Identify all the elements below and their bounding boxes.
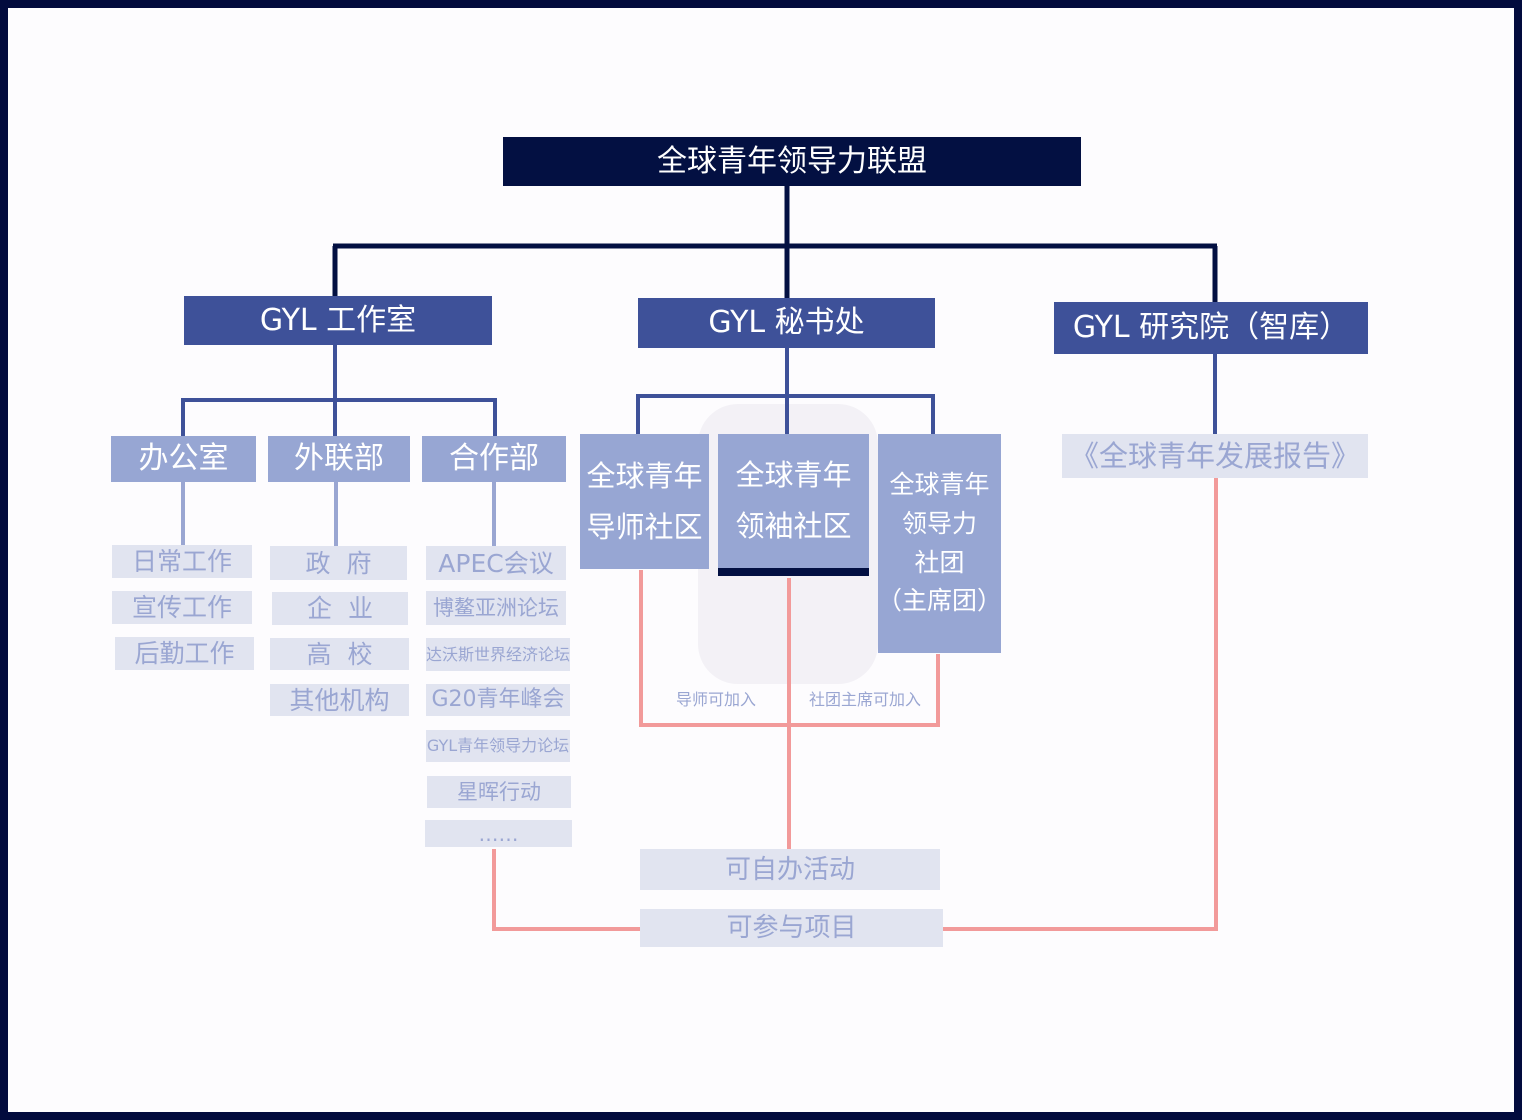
studio-node: GYL 工作室 — [184, 296, 492, 345]
coop-item-apec: APEC会议 — [426, 546, 566, 580]
liaison-item-university: 高 校 — [270, 638, 409, 670]
coop-item-boao: 博鳌亚洲论坛 — [426, 591, 566, 625]
coop-item-gyl-forum: GYL青年领导力论坛 — [426, 730, 570, 762]
coop-item-more: …… — [425, 820, 572, 847]
leader-community-accent — [718, 568, 869, 576]
leader-community-node: 全球青年 领袖社区 — [718, 434, 869, 568]
coop-item-xinghui: 星晖行动 — [427, 776, 571, 808]
chair-join-note: 社团主席可加入 — [809, 690, 922, 709]
coop-item-g20: G20青年峰会 — [426, 684, 570, 716]
leader-community-line1: 全球青年 — [735, 458, 852, 493]
liaison-node: 外联部 — [268, 436, 410, 482]
office-item-logistics: 后勤工作 — [115, 637, 254, 670]
office-item-publicity: 宣传工作 — [112, 591, 252, 624]
mentor-community-line1: 全球青年 — [586, 458, 703, 493]
leadership-club-node: 全球青年 领导力 社团 （主席团） — [877, 434, 1003, 653]
cooperation-node: 合作部 — [422, 436, 566, 482]
root-node: 全球青年领导力联盟 — [503, 137, 1081, 186]
liaison-item-government: 政 府 — [270, 546, 407, 580]
report-node: 《全球青年发展报告》 — [1062, 434, 1368, 478]
mentor-community-line2: 导师社区 — [586, 509, 703, 544]
mentor-community-node: 全球青年 导师社区 — [580, 434, 709, 569]
mentor-join-note: 导师可加入 — [676, 690, 757, 709]
level1-connectors — [181, 345, 1217, 438]
coop-item-davos: 达沃斯世界经济论坛 — [426, 638, 570, 671]
leadership-club-line4: （主席团） — [877, 586, 1003, 616]
secretariat-node: GYL 秘书处 — [638, 298, 935, 348]
leader-community-line2: 领袖社区 — [735, 509, 852, 543]
root-connectors — [332, 186, 1218, 302]
office-node: 办公室 — [111, 436, 256, 482]
liaison-item-other: 其他机构 — [270, 684, 409, 716]
office-item-daily: 日常工作 — [112, 545, 252, 578]
leadership-club-line1: 全球青年 — [889, 470, 990, 499]
participating-projects: 可参与项目 — [640, 909, 943, 947]
participation-connectors — [492, 478, 1218, 931]
leadership-club-line2: 领导力 — [901, 508, 977, 538]
self-organized-activities: 可自办活动 — [640, 849, 940, 890]
level2-connectors — [181, 482, 496, 546]
liaison-item-enterprise: 企 业 — [272, 592, 408, 625]
leadership-club-line3: 社团 — [914, 547, 965, 577]
institute-node: GYL 研究院（智库） — [1054, 302, 1368, 354]
